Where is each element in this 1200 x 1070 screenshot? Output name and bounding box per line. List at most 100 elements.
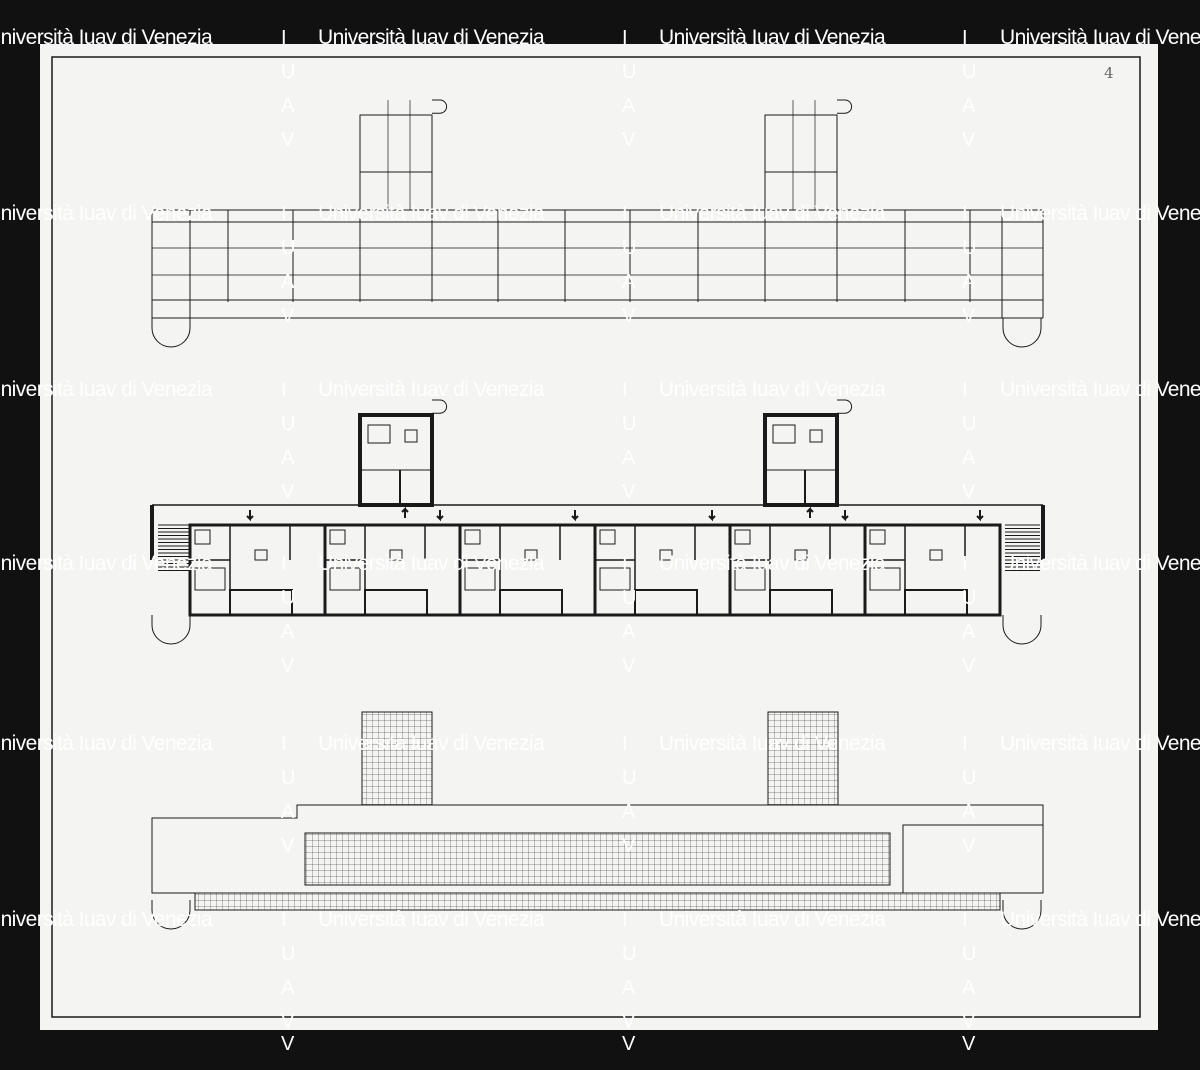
watermark-text: Università Iuav di Venezia: [1000, 732, 1200, 755]
entrance-arrow-icon: [806, 506, 814, 518]
end-balcony-left: [151, 615, 191, 645]
loggia: [364, 589, 428, 616]
watermark-text: Università Iuav di Venezia: [659, 378, 886, 401]
tower-apartment-left: [358, 413, 434, 507]
bed: [464, 567, 496, 591]
bathroom-fixture: [464, 529, 481, 545]
bed: [772, 424, 796, 444]
paved-tower-left: [361, 711, 433, 806]
watermark-text: Università Iuav di Venezia: [318, 732, 545, 755]
loggia: [904, 589, 968, 616]
bathroom-fixture: [194, 529, 211, 545]
watermark-letter: A: [962, 447, 976, 469]
watermark-letter: V: [281, 481, 295, 503]
watermark-letter: A: [622, 801, 636, 823]
watermark-text: Università Iuav di Venezia: [1000, 908, 1200, 931]
watermark-letter: V: [281, 129, 295, 151]
bathroom-fixture: [734, 529, 751, 545]
loggia: [499, 589, 563, 616]
watermark-letter: A: [962, 977, 976, 999]
watermark-letter: A: [962, 621, 976, 643]
watermark-letter: A: [962, 271, 976, 293]
watermark-letter: I: [622, 909, 628, 931]
watermark-text: Università Iuav di Venezia: [318, 26, 545, 49]
watermark-letter: A: [622, 271, 636, 293]
watermark-text: Università Iuav di Venezia: [0, 552, 213, 575]
watermark-letter: V: [622, 481, 636, 503]
roof-plan: [151, 99, 1044, 348]
watermark-letter: V: [622, 1011, 636, 1033]
dining-table: [929, 549, 943, 561]
bathroom-fixture: [329, 529, 346, 545]
watermark-letter: V: [622, 1033, 636, 1055]
end-balcony-left: [151, 318, 191, 348]
watermark-letter: I: [622, 733, 628, 755]
end-balcony-right: [1002, 900, 1042, 930]
watermark-text: Università Iuav di Venezia: [1000, 552, 1200, 575]
watermark-text: Università Iuav di Venezia: [0, 202, 213, 225]
entrance-arrow-icon: [436, 510, 444, 522]
paved-court: [304, 832, 891, 886]
watermark-letter: I: [281, 203, 287, 225]
end-room: [902, 824, 1044, 894]
watermark-letter: I: [281, 553, 287, 575]
watermark-letter: U: [962, 767, 977, 789]
end-balcony-right: [1002, 615, 1042, 645]
watermark-letter: V: [962, 481, 976, 503]
loggia: [769, 589, 833, 616]
bathroom-fixture: [869, 529, 886, 545]
drawing-frame: [51, 56, 1141, 1018]
tower-balcony: [837, 99, 853, 114]
watermark-letter: I: [962, 553, 968, 575]
paved-tower-right: [767, 711, 839, 806]
roof-tower-left: [359, 114, 433, 211]
dining-table: [659, 549, 673, 561]
entrance-arrow-icon: [571, 510, 579, 522]
watermark-text: Università Iuav di Venezia: [318, 552, 545, 575]
ground-plan: [151, 711, 1044, 930]
watermark-letter: A: [281, 801, 295, 823]
watermark-letter: U: [962, 61, 977, 83]
watermark-letter: I: [281, 909, 287, 931]
watermark-letter: U: [622, 237, 637, 259]
entrance-arrow-icon: [976, 510, 984, 522]
watermark-text: Università Iuav di Venezia: [659, 202, 886, 225]
roof-tower-right: [764, 114, 838, 211]
bed: [194, 567, 226, 591]
bed: [869, 567, 901, 591]
watermark-letter: A: [281, 977, 295, 999]
watermark-text: Università Iuav di Venezia: [318, 908, 545, 931]
bed: [329, 567, 361, 591]
watermark-letter: A: [962, 801, 976, 823]
page-number: 4: [1104, 64, 1114, 82]
watermark-letter: A: [281, 447, 295, 469]
watermark-letter: U: [962, 237, 977, 259]
watermark-letter: I: [281, 27, 287, 49]
watermark-text: Università Iuav di Venezia: [659, 908, 886, 931]
loggia: [634, 589, 698, 616]
sheet-border: [51, 56, 1141, 1018]
watermark-letter: A: [281, 621, 295, 643]
watermark-letter: U: [962, 943, 977, 965]
watermark-letter: V: [281, 835, 295, 857]
watermark-letter: V: [281, 1011, 295, 1033]
watermark-letter: V: [962, 305, 976, 327]
watermark-letter: U: [622, 61, 637, 83]
watermark-letter: A: [622, 447, 636, 469]
paved-walkway: [194, 892, 1001, 911]
watermark-letter: I: [622, 27, 628, 49]
floor-plan: [150, 399, 1045, 645]
tower-balcony: [432, 99, 448, 114]
watermark-letter: V: [622, 305, 636, 327]
end-balcony-left: [151, 900, 191, 930]
bathroom-fixture: [599, 529, 616, 545]
watermark-letter: V: [962, 835, 976, 857]
watermark-letter: A: [962, 95, 976, 117]
watermark-letter: U: [622, 413, 637, 435]
entrance-arrow-icon: [246, 510, 254, 522]
dining-table: [794, 549, 808, 561]
dining-table: [389, 549, 403, 561]
tower-apartment-right: [763, 413, 839, 507]
entrance-arrow-icon: [708, 510, 716, 522]
